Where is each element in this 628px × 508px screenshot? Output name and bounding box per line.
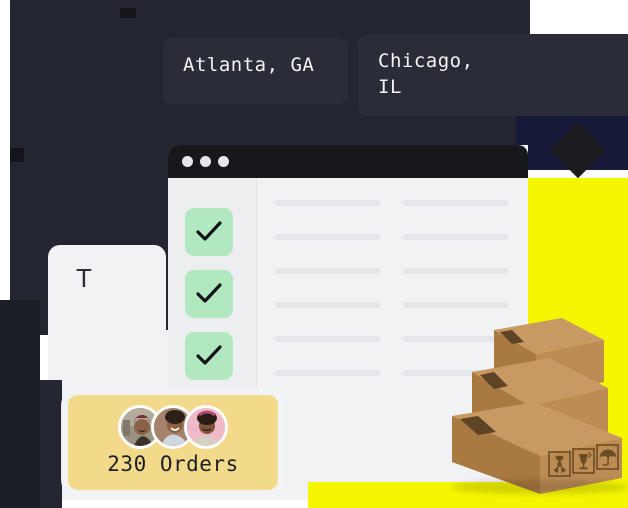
window-content	[257, 178, 528, 490]
skeleton-line	[403, 336, 508, 342]
window-dot-minimize-icon[interactable]	[200, 156, 211, 167]
window-titlebar	[168, 145, 528, 178]
avatar-group	[118, 405, 234, 449]
skeleton-line	[275, 370, 380, 376]
checkbox-item-3[interactable]	[185, 332, 233, 380]
avatar-person-3-icon	[187, 408, 225, 446]
location-pill-chicago-extension	[500, 34, 628, 116]
window-dot-maximize-icon[interactable]	[218, 156, 229, 167]
skeleton-line	[275, 302, 380, 308]
corner-notch-left	[10, 148, 24, 162]
radioactive-symbol	[553, 455, 566, 473]
check-icon	[196, 283, 222, 303]
checkbox-item-2[interactable]	[185, 270, 233, 318]
avatar	[118, 405, 162, 449]
window-dot-close-icon[interactable]	[182, 156, 193, 167]
package-boxes-icon	[452, 318, 622, 494]
skeleton-line	[403, 302, 508, 308]
orders-card[interactable]: 230 Orders	[68, 395, 278, 490]
orders-count-label: 230 Orders	[107, 452, 239, 476]
skeleton-line	[403, 370, 508, 376]
avatar-person-1-icon	[121, 408, 159, 446]
checkbox-item-1[interactable]	[185, 208, 233, 256]
skeleton-line	[275, 336, 380, 342]
location-pill-chicago[interactable]: Chicago, IL	[358, 34, 508, 116]
check-icon	[196, 345, 222, 365]
left-dark-strip-secondary	[40, 380, 62, 508]
skeleton-line	[403, 234, 508, 240]
skeleton-line	[275, 234, 380, 240]
keep-dry-umbrella-symbol	[599, 449, 617, 466]
skeleton-line	[275, 200, 380, 206]
fragile-glass-symbol	[579, 451, 592, 470]
avatar	[184, 405, 228, 449]
side-card-letter: T	[76, 263, 92, 293]
skeleton-line	[275, 268, 380, 274]
package-stack	[452, 312, 628, 497]
location-pill-atlanta[interactable]: Atlanta, GA	[163, 38, 348, 104]
check-icon	[196, 221, 222, 241]
corner-notch-top	[120, 8, 136, 18]
skeleton-line	[403, 200, 508, 206]
package-shadow	[452, 480, 628, 494]
left-dark-strip	[0, 300, 40, 508]
skeleton-line	[403, 268, 508, 274]
